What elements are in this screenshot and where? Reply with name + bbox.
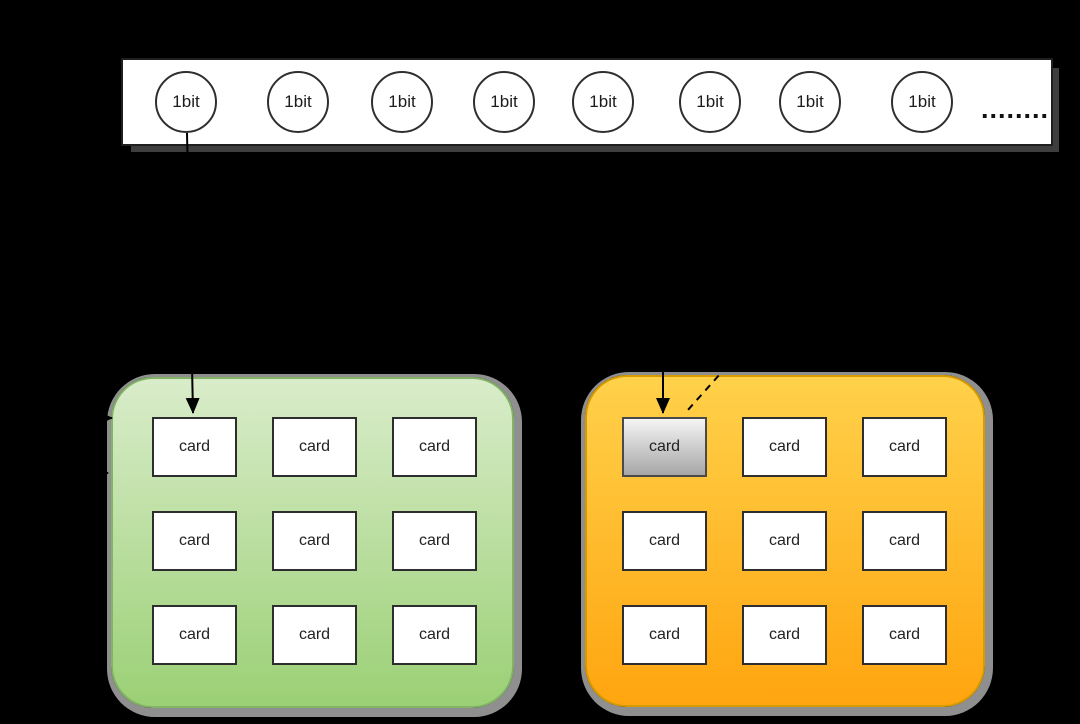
bit-circle: 1bit [371, 71, 433, 133]
bit-circle: 1bit [891, 71, 953, 133]
card-box: card [392, 417, 477, 477]
card-box: card [392, 511, 477, 571]
ellipsis-dots: ........ [981, 94, 1050, 124]
card-box: card [742, 417, 827, 477]
bit-circle-label: 1bit [284, 92, 312, 111]
bit-circle-label: 1bit [172, 92, 200, 111]
bit-circle: 1bit [779, 71, 841, 133]
bit-circle-label: 1bit [796, 92, 824, 111]
bit-circle: 1bit [679, 71, 741, 133]
card-box: card [152, 605, 237, 665]
card-box: card [862, 417, 947, 477]
card-box: card [742, 605, 827, 665]
card-box: card [742, 511, 827, 571]
card-box: card [272, 417, 357, 477]
green-card-grid-panel: card card card card card card card card … [111, 377, 514, 708]
card-box: card [152, 417, 237, 477]
bit-circle: 1bit [572, 71, 634, 133]
card-box: card [862, 511, 947, 571]
bit-circle-label: 1bit [388, 92, 416, 111]
card-box: card [272, 511, 357, 571]
orange-card-grid-panel: card card card card card card card card … [585, 375, 985, 707]
bit-circle: 1bit [473, 71, 535, 133]
bit-circle-label: 1bit [908, 92, 936, 111]
bit-array-bar: 1bit 1bit 1bit 1bit 1bit 1bit 1bit 1bit … [121, 58, 1053, 146]
bit-circle: 1bit [155, 71, 217, 133]
highlighted-card-box: card [622, 417, 707, 477]
bit-circle-label: 1bit [696, 92, 724, 111]
card-box: card [272, 605, 357, 665]
arrow-bit-to-green-card [185, 132, 200, 414]
card-box: card [622, 511, 707, 571]
card-box: card [622, 605, 707, 665]
bit-circle-label: 1bit [589, 92, 617, 111]
card-box: card [862, 605, 947, 665]
bit-circle-label: 1bit [490, 92, 518, 111]
card-box: card [152, 511, 237, 571]
card-box: card [392, 605, 477, 665]
bit-circle: 1bit [267, 71, 329, 133]
